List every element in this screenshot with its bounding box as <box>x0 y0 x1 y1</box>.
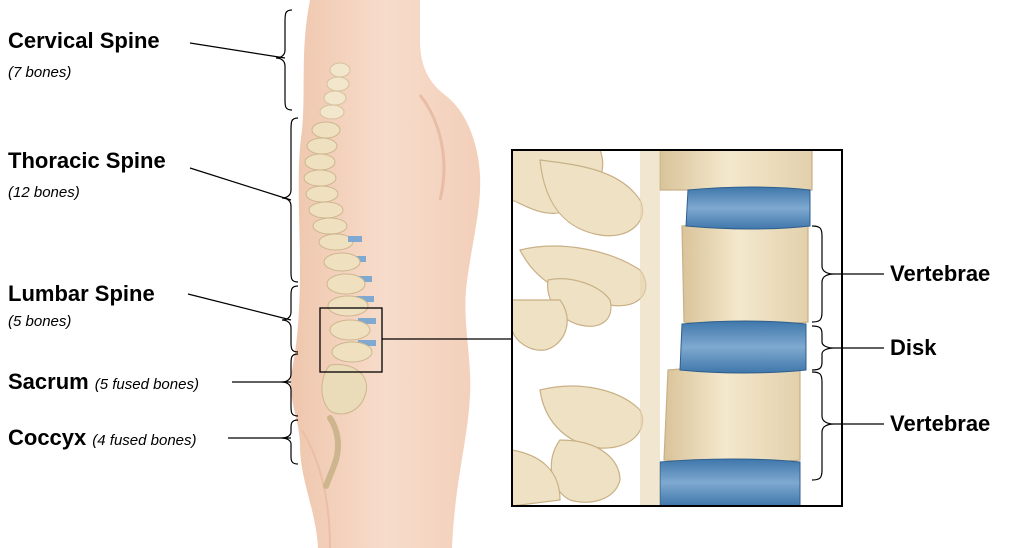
thoracic-spine-label: Thoracic Spine <box>8 150 166 172</box>
coccyx-name: Coccyx <box>8 425 86 450</box>
brace-lumbar <box>282 286 298 352</box>
brace-coccyx <box>282 420 298 464</box>
torso-silhouette <box>291 0 481 548</box>
cervical-spine-label: Cervical Spine <box>8 30 160 52</box>
vertebrae-label-top: Vertebrae <box>890 263 990 285</box>
detail-panel <box>512 150 842 506</box>
disk-label: Disk <box>890 337 936 359</box>
sacrum-label: Sacrum (5 fused bones) <box>8 371 199 393</box>
vertebrae-label-bottom: Vertebrae <box>890 413 990 435</box>
lumbar-bone-count: (5 bones) <box>8 314 71 329</box>
coccyx-label: Coccyx (4 fused bones) <box>8 427 197 449</box>
left-leaders <box>188 43 291 438</box>
sacrum-bone-count: (5 fused bones) <box>95 376 199 393</box>
coccyx-bone-count: (4 fused bones) <box>92 432 196 449</box>
cervical-bone-count: (7 bones) <box>8 65 71 80</box>
brace-cervical <box>276 10 292 110</box>
sacrum-name: Sacrum <box>8 369 89 394</box>
lumbar-spine-label: Lumbar Spine <box>8 283 155 305</box>
thoracic-bone-count: (12 bones) <box>8 185 80 200</box>
